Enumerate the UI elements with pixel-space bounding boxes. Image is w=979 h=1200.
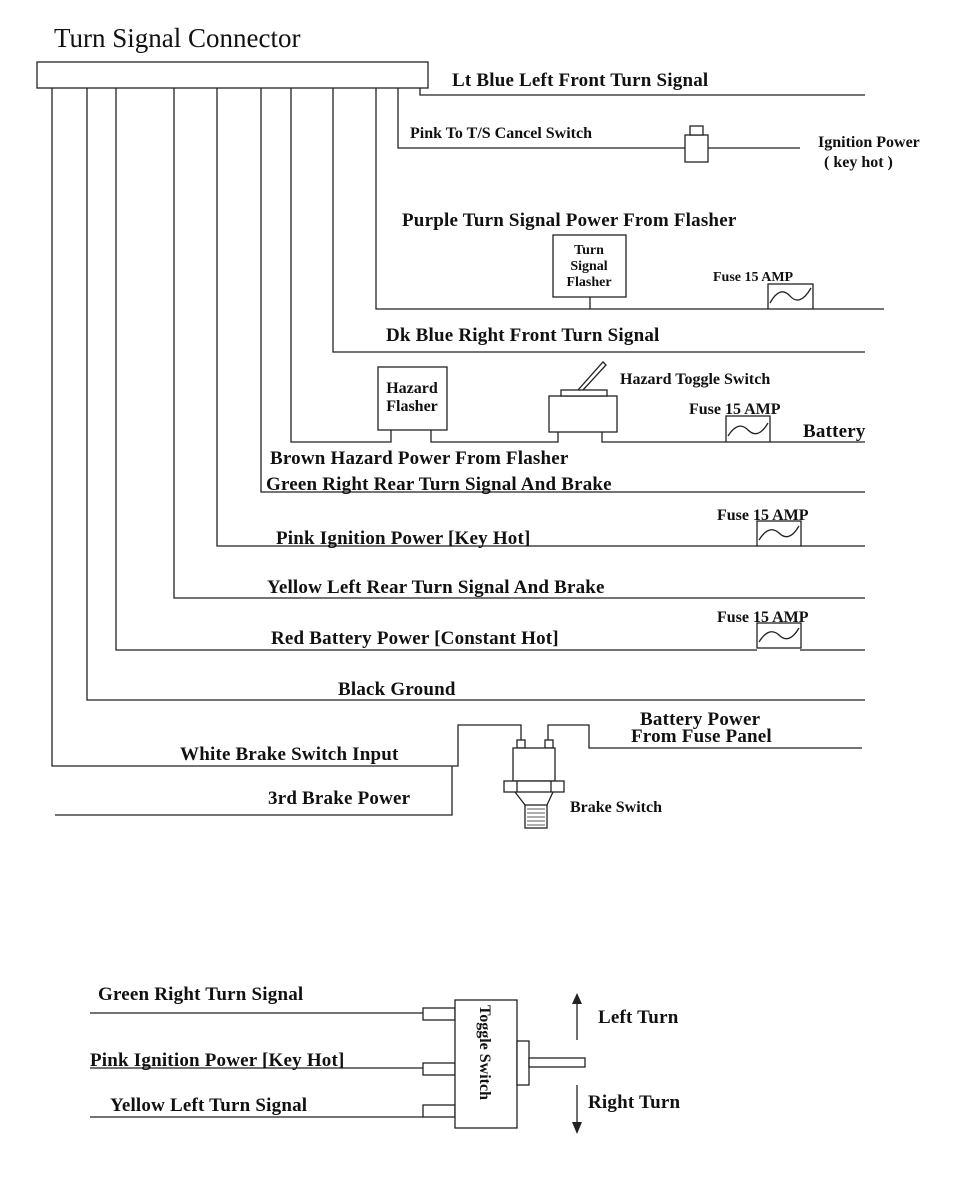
wire-label: Battery Power bbox=[640, 709, 761, 730]
hazard-flasher-label: Flasher bbox=[386, 398, 438, 415]
wire-label: 3rd Brake Power bbox=[268, 788, 411, 809]
hazard-flasher bbox=[377, 366, 448, 431]
wire-battery-fuse-panel: Battery Power From Fuse Panel bbox=[547, 709, 862, 749]
wire-white: White Brake Switch Input bbox=[51, 88, 522, 767]
ignition-power-label: Ignition Power bbox=[818, 134, 920, 151]
arrow-down-icon bbox=[572, 1085, 582, 1134]
right-turn-label: Right Turn bbox=[588, 1092, 681, 1113]
wire-label: From Fuse Panel bbox=[631, 726, 772, 747]
wire-label: Dk Blue Right Front Turn Signal bbox=[386, 325, 660, 346]
fuse-label: Fuse 15 AMP bbox=[717, 507, 809, 524]
wire-black: Black Ground bbox=[86, 88, 865, 701]
hazard-toggle-switch-icon bbox=[548, 361, 618, 433]
wire-label: Red Battery Power [Constant Hot] bbox=[271, 628, 559, 649]
wire-label: Pink Ignition Power [Key Hot] bbox=[276, 528, 531, 549]
diagram-title: Turn Signal Connector bbox=[54, 23, 301, 53]
fuse-label: Fuse 15 AMP bbox=[717, 609, 809, 626]
wire-label: Pink Ignition Power [Key Hot] bbox=[90, 1050, 345, 1071]
key-hot-label: ( key hot ) bbox=[824, 154, 893, 171]
cancel-switch bbox=[684, 134, 709, 163]
fuse-label: Fuse 15 AMP bbox=[689, 401, 781, 418]
fuse-label: Fuse 15 AMP bbox=[713, 270, 794, 285]
fuse-icon bbox=[725, 415, 771, 443]
wire-purple: Purple Turn Signal Power From Flasher Tu… bbox=[375, 88, 884, 310]
battery-label: Battery bbox=[803, 421, 866, 442]
turn-signal-flasher bbox=[552, 234, 627, 298]
wire-label: Purple Turn Signal Power From Flasher bbox=[402, 210, 737, 231]
brake-switch-label: Brake Switch bbox=[570, 799, 662, 816]
wire-yellow: Yellow Left Rear Turn Signal And Brake bbox=[173, 88, 865, 599]
wire-pink-cancel: Pink To T/S Cancel Switch Ignition Power… bbox=[397, 88, 920, 171]
toggle-switch-label: Toggle Switch bbox=[476, 1005, 493, 1100]
wire-label: Yellow Left Turn Signal bbox=[110, 1095, 307, 1116]
wire-brown: Hazard Flasher Hazard Toggle Switch Fuse… bbox=[270, 88, 866, 469]
left-turn-label: Left Turn bbox=[598, 1007, 679, 1028]
wire-red: Red Battery Power [Constant Hot] Fuse 15… bbox=[115, 88, 865, 651]
wire-dk-blue: Dk Blue Right Front Turn Signal bbox=[332, 88, 865, 353]
hazard-flasher-label: Hazard bbox=[386, 380, 438, 397]
turn-signal-connector bbox=[36, 61, 429, 89]
wire-lt-blue: Lt Blue Left Front Turn Signal bbox=[419, 70, 865, 96]
wire-label: Pink To T/S Cancel Switch bbox=[410, 125, 592, 142]
wire-label: Green Right Turn Signal bbox=[98, 984, 303, 1005]
fuse-icon bbox=[767, 283, 814, 310]
hazard-toggle-label: Hazard Toggle Switch bbox=[620, 371, 770, 388]
wire-label: Black Ground bbox=[338, 679, 456, 700]
wire-label: White Brake Switch Input bbox=[180, 744, 399, 765]
flasher-label: Signal bbox=[570, 259, 607, 274]
flasher-label: Flasher bbox=[566, 275, 611, 290]
wire-3rd-brake: 3rd Brake Power bbox=[55, 766, 453, 816]
arrow-up-icon bbox=[572, 993, 582, 1040]
brake-switch-icon bbox=[503, 739, 565, 829]
wire-green: Green Right Rear Turn Signal And Brake bbox=[260, 88, 865, 495]
wire-label: Brown Hazard Power From Flasher bbox=[270, 448, 569, 469]
wire-label: Yellow Left Rear Turn Signal And Brake bbox=[267, 577, 605, 598]
cancel-switch-button bbox=[689, 125, 704, 136]
wire-pink-ignition: Pink Ignition Power [Key Hot] Fuse 15 AM… bbox=[216, 88, 865, 549]
fuse-icon bbox=[756, 520, 802, 547]
wire-label: Green Right Rear Turn Signal And Brake bbox=[266, 474, 612, 495]
fuse-icon bbox=[756, 622, 802, 649]
wire-label: Lt Blue Left Front Turn Signal bbox=[452, 70, 708, 91]
flasher-label: Turn bbox=[574, 243, 604, 258]
toggle-switch-section: Toggle Switch Green Right Turn Signal Pi… bbox=[90, 984, 681, 1134]
toggle-lever bbox=[528, 1057, 586, 1068]
toggle-switch bbox=[454, 999, 518, 1129]
